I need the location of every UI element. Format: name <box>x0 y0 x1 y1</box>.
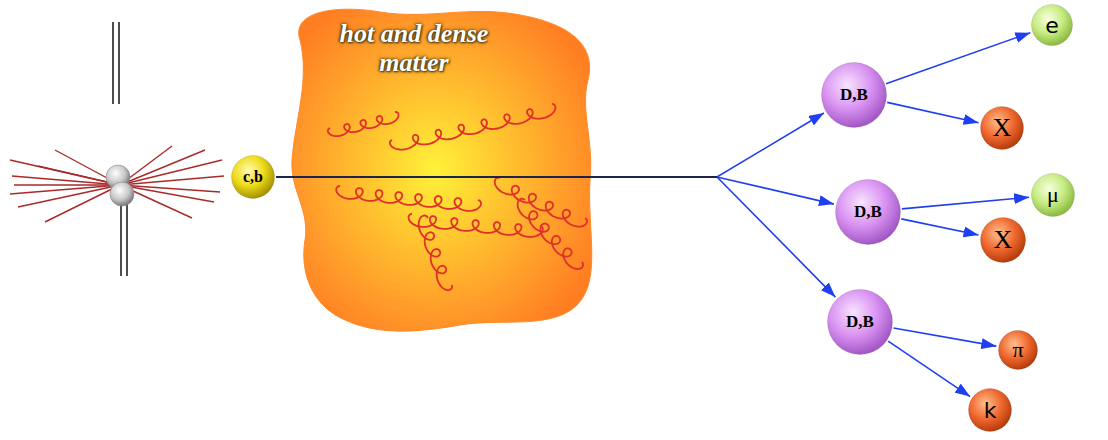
hadron-circle: k <box>968 388 1012 432</box>
decay-arrow <box>893 328 996 346</box>
sphere <box>828 290 893 355</box>
gluon-line <box>390 104 556 150</box>
meson-circle: D,B <box>835 179 901 245</box>
particle-label: c,b <box>243 168 263 186</box>
quark-circle: c,b <box>231 155 275 199</box>
gluon-line <box>518 199 583 269</box>
nucleus <box>110 182 134 206</box>
sphere <box>1032 5 1073 46</box>
particle-label: X <box>993 113 1012 143</box>
particle-label: μ <box>1047 182 1059 208</box>
medium-region <box>292 9 592 331</box>
sphere <box>232 156 275 199</box>
sphere <box>822 63 887 128</box>
meson-circle: D,B <box>821 62 887 128</box>
decay-arrow <box>886 33 1030 84</box>
sphere <box>1032 174 1075 217</box>
gluon-line <box>409 214 543 237</box>
hadron-circle: π <box>998 330 1038 370</box>
sphere <box>981 218 1026 263</box>
gluon-line <box>495 178 587 227</box>
remnant-circle: X <box>980 106 1024 150</box>
particle-label: X <box>994 225 1013 255</box>
particle-label: π <box>1012 337 1023 363</box>
decay-arrow <box>887 102 978 122</box>
gluon-line <box>336 186 481 211</box>
medium-blob: hot and dense matter <box>288 5 598 340</box>
beam-pipe <box>113 22 127 276</box>
lepton-circle: μ <box>1031 173 1075 217</box>
region-label: hot and dense matter <box>308 19 520 77</box>
decay-arrow <box>902 197 1029 209</box>
decay-arrow <box>888 341 970 396</box>
quark-track <box>276 176 717 178</box>
gluon-line <box>328 112 399 136</box>
particle-label: D,B <box>854 202 882 222</box>
lepton-circle: e <box>1031 4 1073 46</box>
sphere <box>981 107 1024 150</box>
sphere <box>836 180 901 245</box>
remnant-circle: X <box>980 217 1026 263</box>
sphere <box>969 389 1012 432</box>
particle-label: e <box>1045 13 1059 38</box>
decay-arrow <box>901 219 978 235</box>
sphere <box>999 331 1038 370</box>
collision-tracks <box>10 146 224 222</box>
particle-label: D,B <box>846 312 874 332</box>
particle-label: k <box>984 398 997 423</box>
particle-label: D,B <box>840 85 868 105</box>
meson-circle: D,B <box>827 289 893 355</box>
